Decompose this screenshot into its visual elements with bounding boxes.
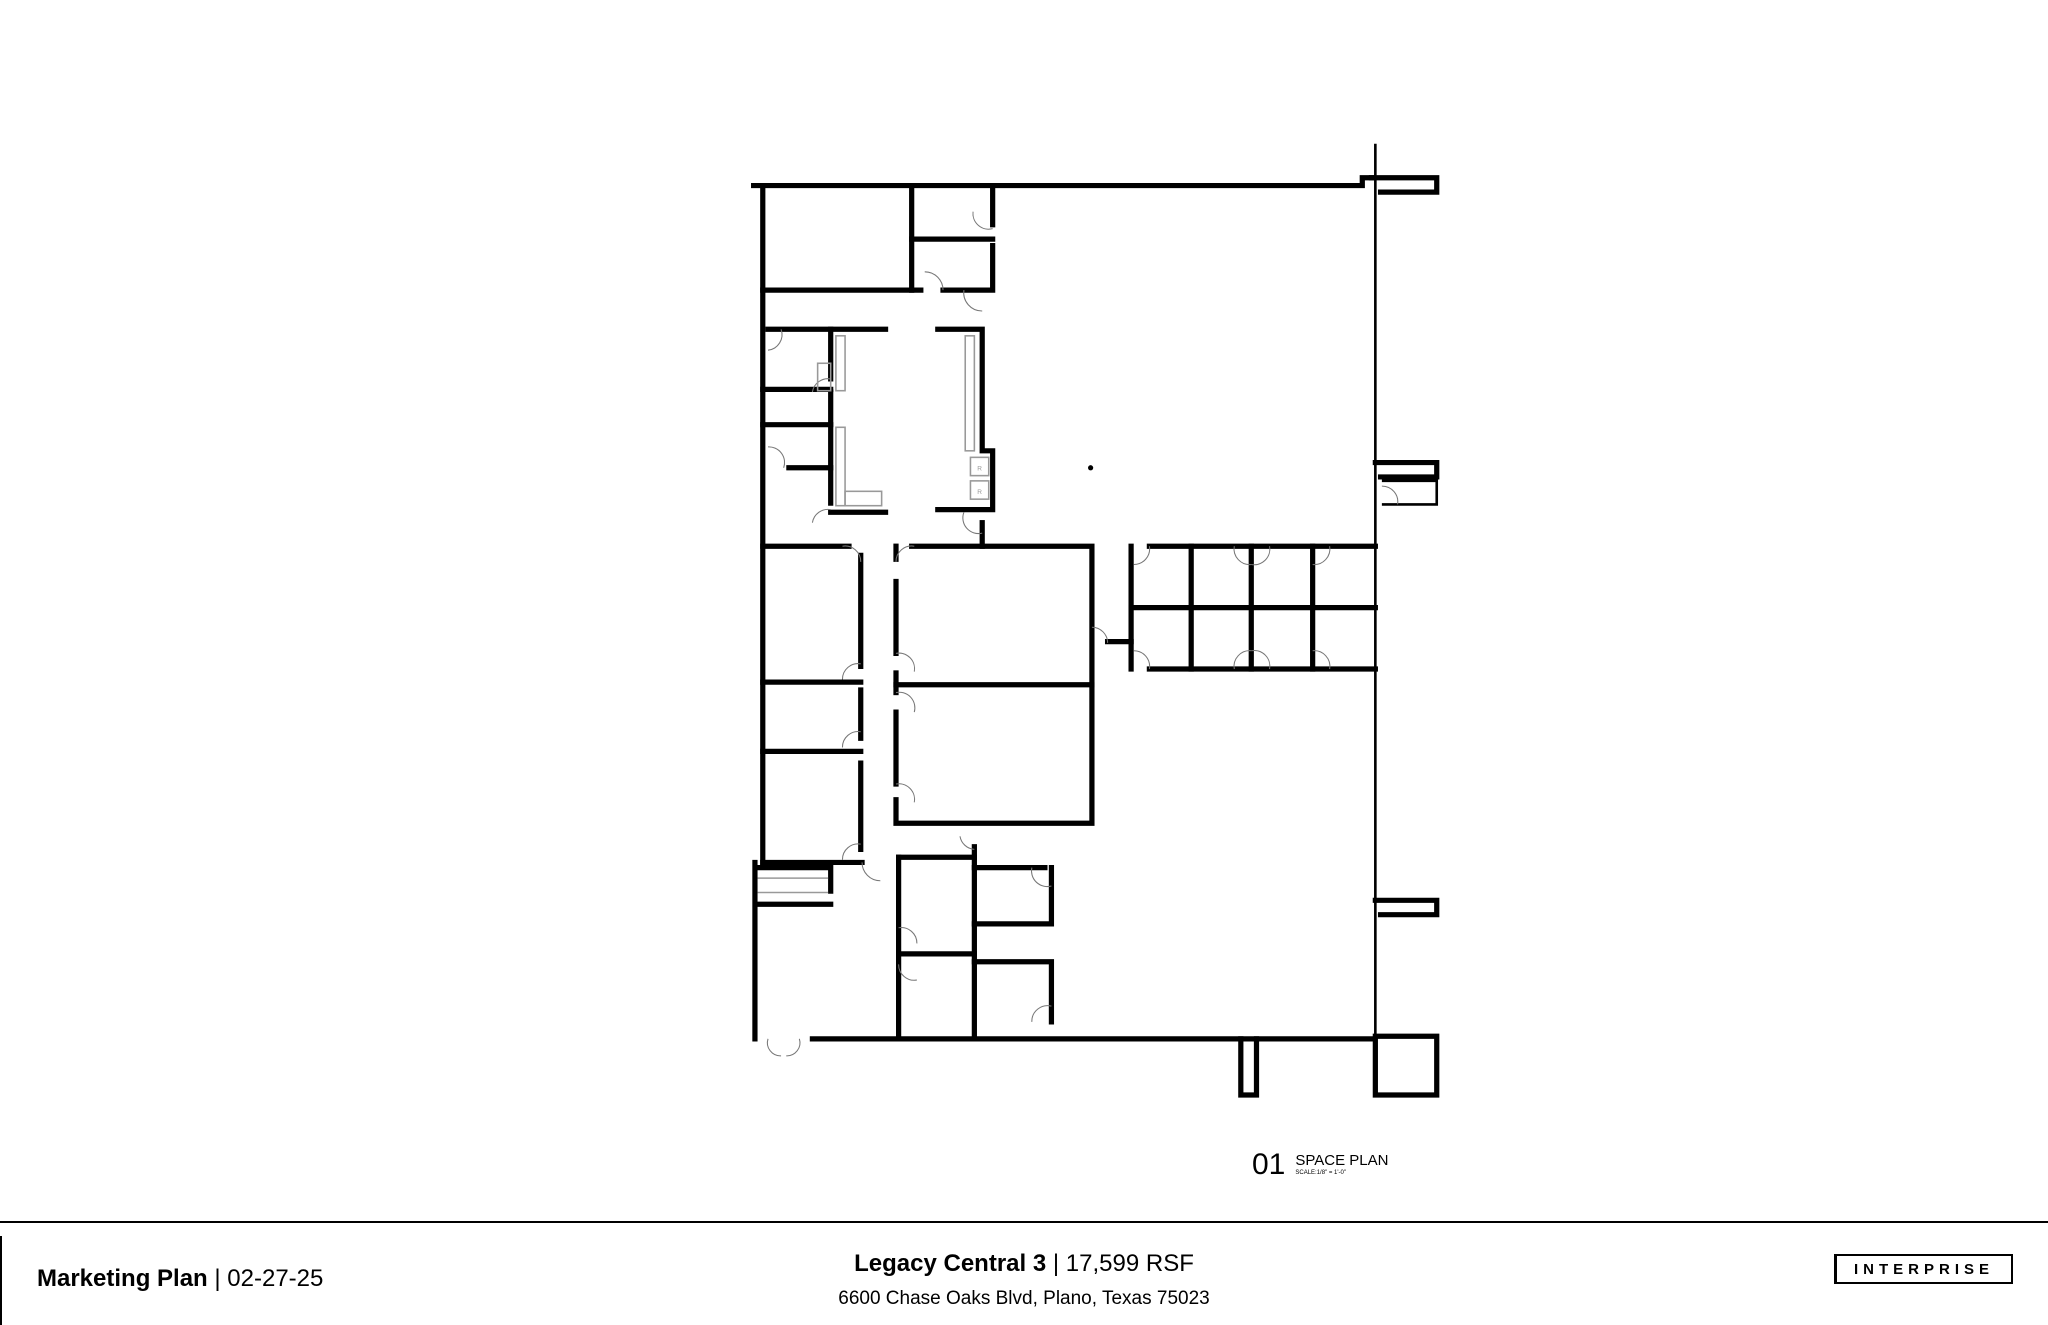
- plan-number: 01: [1252, 1148, 1286, 1181]
- property-address: 6600 Chase Oaks Blvd, Plano, Texas 75023: [838, 1288, 1210, 1309]
- property-area: | 17,599 RSF: [1046, 1250, 1194, 1277]
- column: [1088, 465, 1094, 471]
- interior-walls: [754, 182, 1378, 1042]
- drawing-title-block: 01 SPACE PLAN SCALE:1/8" = 1'-0": [1252, 1148, 1388, 1182]
- plan-scale: SCALE:1/8" = 1'-0": [1295, 1170, 1346, 1176]
- plan-title: SPACE PLAN: [1295, 1152, 1389, 1169]
- exterior-walls: [751, 143, 1440, 1098]
- property-title: Legacy Central 3 | 17,599 RSF: [0, 1250, 2048, 1278]
- refrigerator-label: R: [977, 465, 982, 472]
- plan-date: | 02-27-25: [207, 1265, 324, 1292]
- footer-edge: [0, 1236, 2, 1325]
- property-name: Legacy Central 3: [854, 1250, 1047, 1277]
- footer-divider: [0, 1221, 2048, 1223]
- plan-version: Marketing Plan | 02-27-25: [37, 1265, 323, 1293]
- interprise-logo: INTERPRISE: [1834, 1254, 2013, 1284]
- refrigerator-label: R: [977, 489, 982, 496]
- kitchen-fixtures: R R: [757, 335, 1094, 894]
- door-swings: [766, 211, 1399, 1057]
- plan-type: Marketing Plan: [37, 1265, 208, 1292]
